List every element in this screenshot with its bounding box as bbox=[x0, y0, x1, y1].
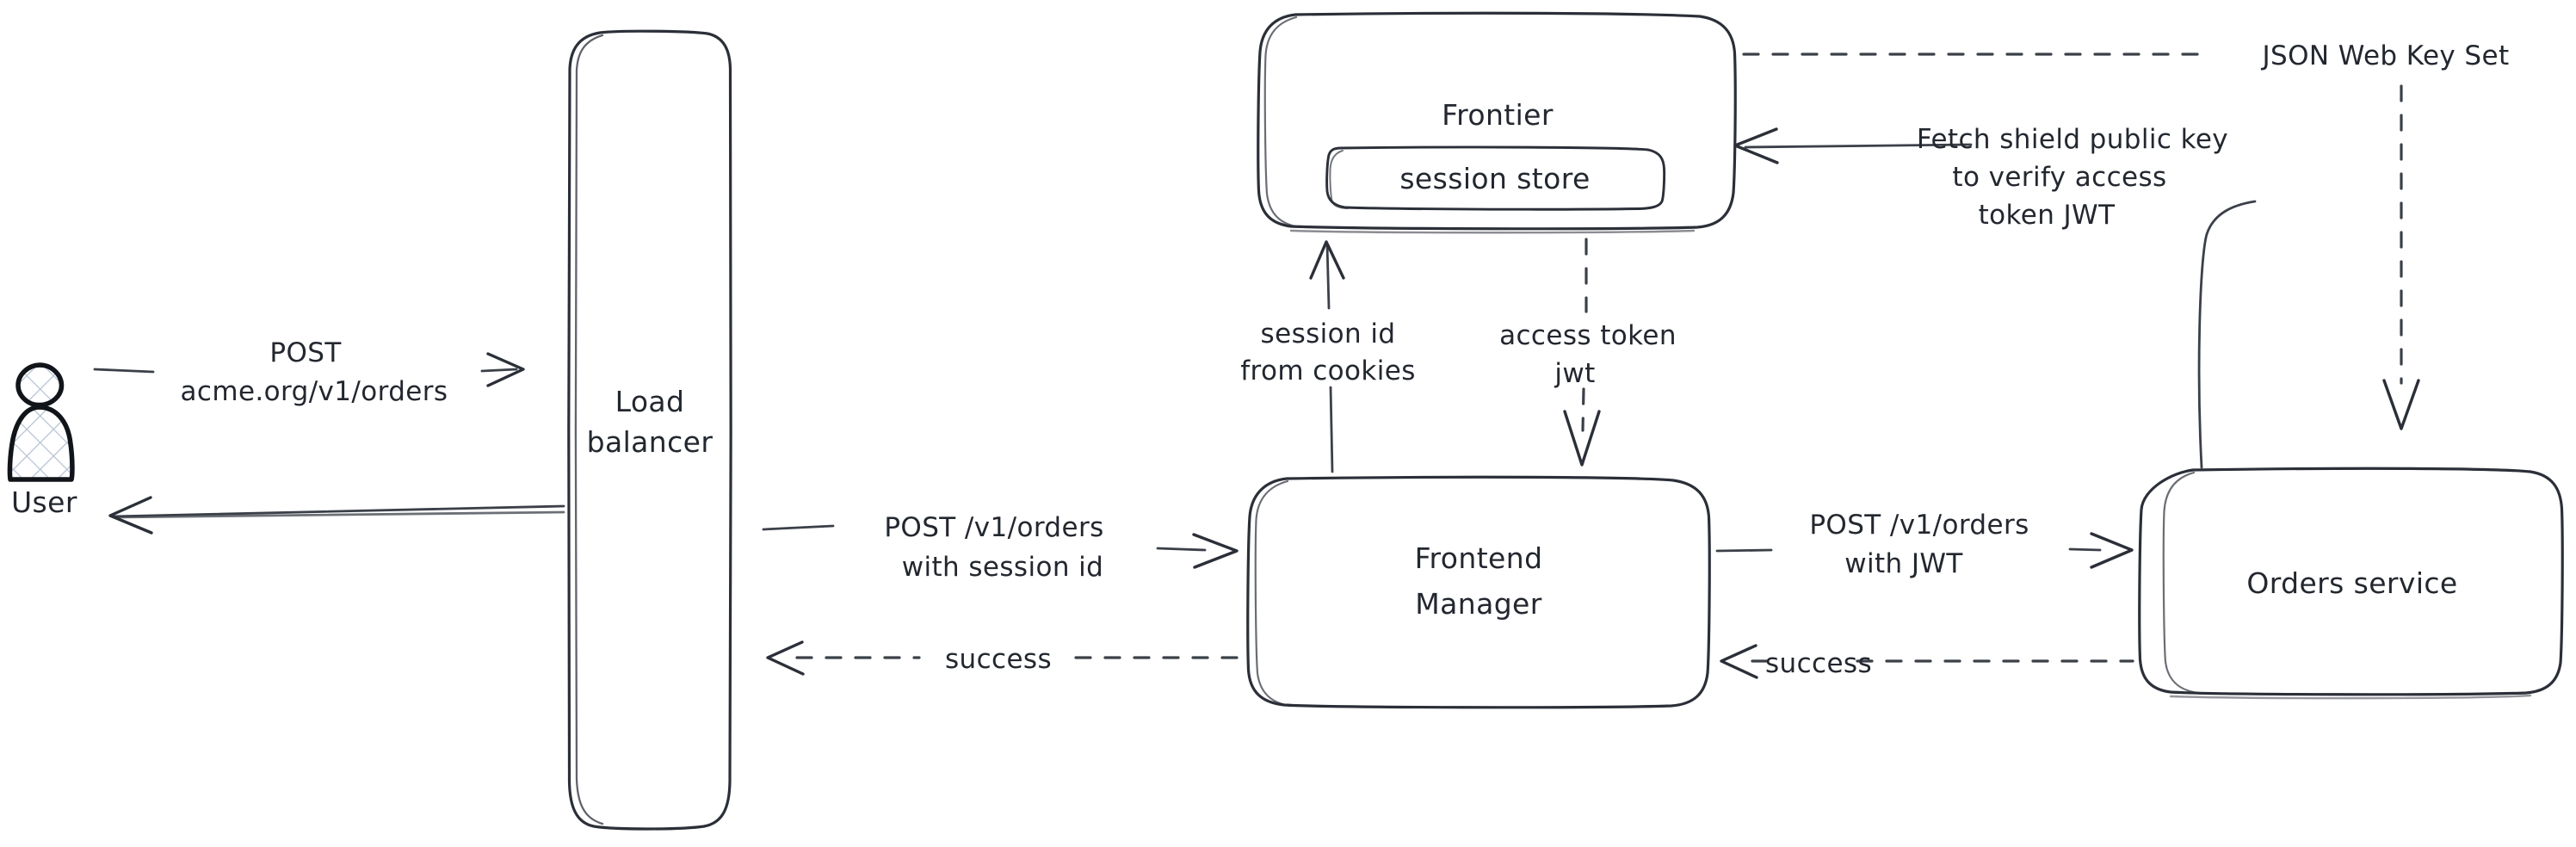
edge-fm-to-frontier-arrowhead bbox=[1309, 240, 1345, 280]
edge-user-to-lb-label-line1: POST bbox=[269, 337, 342, 368]
edge-fm-to-frontier: session id from cookies bbox=[1240, 240, 1416, 473]
orders-service-box-bottom-sketch bbox=[2169, 694, 2532, 700]
edge-user-to-load-balancer: POST acme.org/v1/orders bbox=[93, 337, 525, 407]
edge-fm-to-orders-line-left bbox=[1715, 548, 1773, 553]
edge-orders-to-fm-success: success bbox=[1720, 644, 2134, 679]
edge-orders-to-frontier-label-line3: token JWT bbox=[1979, 200, 2116, 231]
edge-orders-to-frontier-line-to-arrow bbox=[1744, 143, 1973, 149]
edge-lb-to-frontend-manager: POST /v1/orders with session id bbox=[762, 512, 1239, 583]
orders-service-box-sketch-overlay bbox=[2162, 471, 2200, 695]
edge-frontier-to-fm-label-line1: access token bbox=[1499, 320, 1677, 351]
session-store-label: session store bbox=[1399, 162, 1590, 195]
frontier-label: Frontier bbox=[1442, 98, 1554, 132]
edge-fm-to-frontier-line-upper bbox=[1325, 243, 1331, 310]
edge-orders-to-frontier: Fetch shield public key to verify access… bbox=[1733, 124, 2257, 469]
user-body-icon bbox=[7, 405, 75, 482]
edge-fm-to-lb-success: success bbox=[766, 640, 1248, 676]
edge-fm-to-lb-success-arrowhead bbox=[766, 640, 805, 676]
frontend-manager-label-line2: Manager bbox=[1415, 587, 1541, 621]
edge-lb-to-user-arrowhead bbox=[108, 496, 153, 535]
user-head-icon bbox=[15, 362, 65, 408]
load-balancer-label-line2: balancer bbox=[587, 425, 713, 459]
edge-frontier-to-orders-jwks: JSON Web Key Set bbox=[1742, 40, 2509, 430]
edge-fm-to-orders: POST /v1/orders with JWT bbox=[1715, 510, 2134, 579]
edge-lb-to-fm-label-line2: with session id bbox=[902, 552, 1104, 583]
edge-fm-to-orders-arrowhead bbox=[2090, 532, 2134, 569]
edge-frontier-to-fm-arrowhead bbox=[1563, 410, 1601, 467]
edge-fm-to-frontier-line-lower bbox=[1329, 386, 1334, 473]
edge-user-to-lb-arrowhead bbox=[486, 352, 525, 387]
edge-orders-to-frontier-label-line2: to verify access bbox=[1952, 162, 2166, 193]
load-balancer-label-line1: Load bbox=[615, 385, 685, 418]
orders-service-box bbox=[2138, 467, 2564, 696]
edge-lb-to-fm-line-left bbox=[762, 524, 835, 531]
edge-jwks-label: JSON Web Key Set bbox=[2260, 40, 2509, 71]
edge-frontier-to-fm-label-line2: jwt bbox=[1554, 358, 1595, 389]
edge-user-to-lb-line-right bbox=[480, 368, 518, 373]
frontend-manager-box bbox=[1246, 475, 1711, 709]
edge-jwks-arrowhead bbox=[2382, 379, 2420, 430]
load-balancer-box-sketch-overlay bbox=[574, 34, 604, 825]
user-actor: User bbox=[7, 362, 77, 519]
edge-lb-to-fm-arrowhead bbox=[1192, 533, 1239, 569]
edge-lb-to-user-line bbox=[110, 504, 565, 518]
load-balancer-node[interactable]: Load balancer bbox=[567, 29, 732, 831]
user-label: User bbox=[11, 485, 77, 519]
edge-lb-to-user-line-b bbox=[112, 510, 565, 519]
edge-lb-to-user bbox=[108, 496, 565, 535]
edge-orders-to-frontier-label-line1: Fetch shield public key bbox=[1917, 124, 2228, 155]
session-store-box-sketch-overlay bbox=[1329, 150, 1349, 209]
frontier-node[interactable]: Frontier session store bbox=[1257, 11, 1737, 234]
frontier-box-sketch-overlay bbox=[1263, 15, 1302, 229]
edge-frontier-to-fm-line-lower bbox=[1581, 387, 1585, 432]
edge-user-to-lb-label-line2: acme.org/v1/orders bbox=[181, 376, 448, 407]
frontier-box-bottom-sketch bbox=[1289, 229, 1696, 234]
edge-frontier-to-fm: access token jwt bbox=[1499, 238, 1677, 467]
orders-service-label: Orders service bbox=[2246, 566, 2457, 600]
orders-service-node[interactable]: Orders service bbox=[2138, 467, 2564, 700]
frontend-manager-box-sketch-overlay bbox=[1254, 479, 1293, 708]
edge-orders-to-frontier-arrowhead bbox=[1733, 127, 1779, 164]
edge-fm-to-orders-label-line2: with JWT bbox=[1844, 548, 1963, 579]
frontend-manager-label-line1: Frontend bbox=[1415, 541, 1543, 575]
edge-orders-to-fm-success-arrowhead bbox=[1720, 644, 1758, 679]
edge-fm-to-frontier-label-line2: from cookies bbox=[1240, 355, 1416, 386]
edge-fm-to-frontier-label-line1: session id bbox=[1261, 318, 1396, 349]
edge-fm-to-orders-label-line1: POST /v1/orders bbox=[1809, 510, 2029, 541]
edge-fm-to-orders-line-right bbox=[2068, 547, 2102, 552]
edge-orders-to-fm-success-label: success bbox=[1765, 648, 1872, 679]
edge-fm-to-lb-success-label: success bbox=[945, 644, 1052, 675]
edge-user-to-lb-line-left bbox=[93, 368, 155, 374]
session-store-node[interactable]: session store bbox=[1325, 145, 1666, 211]
edge-lb-to-fm-label-line1: POST /v1/orders bbox=[884, 512, 1103, 543]
session-store-box bbox=[1325, 145, 1666, 211]
frontend-manager-node[interactable]: Frontend Manager bbox=[1246, 475, 1711, 709]
load-balancer-box bbox=[567, 29, 732, 831]
edge-lb-to-fm-line-right bbox=[1156, 547, 1207, 552]
edge-orders-to-frontier-curve bbox=[2197, 200, 2257, 469]
